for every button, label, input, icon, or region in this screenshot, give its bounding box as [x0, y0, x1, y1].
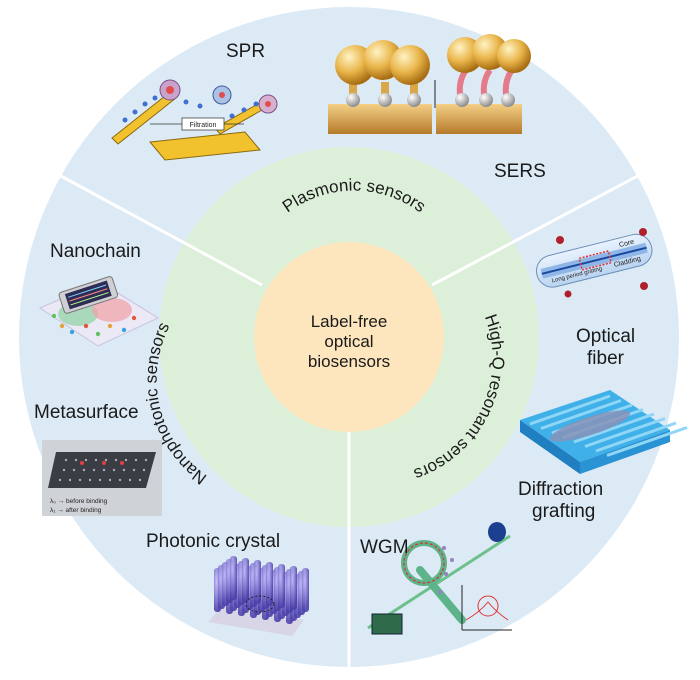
- metasurface-molecules: [80, 461, 124, 465]
- sers-illustration: [328, 34, 531, 134]
- phone-icon: [58, 276, 119, 314]
- wgm-spectrum-plot: [461, 585, 512, 631]
- metasurface-after-label: λ₁ → after binding: [50, 507, 102, 514]
- photonic-crystal-pillar: [242, 558, 249, 602]
- metasurface-illustration: λ₀ → before binding λ₁ → after binding: [42, 440, 162, 516]
- wgm-particles: [438, 546, 454, 594]
- divider-left: [34, 160, 263, 287]
- inner-disc: [254, 242, 444, 432]
- metasurface-array: [48, 452, 156, 488]
- fiber-analytes: [556, 228, 648, 298]
- wgm-illustration: [367, 522, 512, 635]
- wgm-laser-source: [488, 522, 506, 542]
- spr-filtration-label: Filtration: [190, 122, 217, 129]
- label-optical-fiber-2: fiber: [587, 348, 625, 369]
- photonic-crystal-illustration: [208, 556, 309, 636]
- label-metasurface: Metasurface: [34, 402, 139, 423]
- photonic-crystal-pillar: [230, 556, 237, 600]
- photonic-crystal-pillar: [254, 560, 261, 604]
- label-sers: SERS: [494, 161, 546, 182]
- label-photonic-crystal: Photonic crystal: [146, 531, 280, 552]
- sers-spheres-right: [447, 34, 531, 73]
- divider-right: [431, 160, 665, 287]
- photonic-crystal-pillar: [290, 566, 297, 610]
- wgm-mode: [403, 542, 445, 584]
- sers-substrate-right: [436, 104, 522, 134]
- grating-particle-chain: [549, 410, 631, 442]
- spr-chip: [149, 131, 261, 161]
- fiber-light-path: [541, 246, 647, 275]
- optical-fiber-illustration: Core Cladding Long period grating: [535, 228, 653, 298]
- nanochain-particles: [51, 313, 137, 337]
- grating-ridge: [606, 426, 688, 457]
- sers-pillars-left: [346, 82, 421, 107]
- photonic-crystal-base: [208, 606, 304, 636]
- spr-illustration: Filtration: [111, 79, 278, 161]
- grating-side: [520, 420, 580, 474]
- center-line-1: Label-free: [311, 312, 388, 331]
- center-title: Label-free optical biosensors: [308, 312, 390, 371]
- photonic-crystal-pillar: [302, 568, 309, 612]
- nanochain-illustration: [38, 276, 160, 347]
- grating-ridge: [595, 421, 677, 453]
- photonic-crystal-pillar: [266, 562, 273, 606]
- photonic-crystal-pillar: [278, 564, 285, 608]
- grating-ridge: [529, 394, 611, 426]
- spr-virus-2: [212, 85, 232, 105]
- center-line-3: biosensors: [308, 352, 390, 371]
- label-optical-fiber-1: Optical: [576, 326, 635, 347]
- wgm-detector: [371, 613, 403, 635]
- wgm-stem: [416, 566, 466, 624]
- metasurface-before-label: λ₀ → before binding: [50, 498, 108, 505]
- outer-labels: SPR SERS Nanochain Metasurface Photonic …: [34, 41, 635, 558]
- center-line-2: optical: [324, 332, 373, 351]
- grating-ridge: [584, 417, 666, 448]
- fiber-grating: [578, 250, 613, 271]
- wgm-fiber: [367, 534, 511, 630]
- label-diffraction-2: grafting: [532, 501, 595, 522]
- spr-virus-3: [258, 94, 278, 114]
- photonic-crystal-pillars: [214, 556, 309, 624]
- grating-ridge: [573, 412, 655, 444]
- photonic-crystal-defect: [245, 595, 275, 613]
- sers-spheres-left: [335, 40, 430, 85]
- sers-substrate-left: [328, 104, 432, 134]
- spr-antibodies: [122, 95, 259, 123]
- label-diffraction-1: Diffraction: [518, 479, 603, 500]
- spr-virus-1: [159, 79, 181, 101]
- fiber-core-label: Core: [618, 239, 635, 249]
- nanochain-glow-red: [92, 298, 132, 322]
- metasurface-dots: [58, 458, 148, 482]
- label-spr: SPR: [226, 41, 265, 62]
- label-wgm: WGM: [360, 537, 409, 558]
- label-nanochain: Nanochain: [50, 241, 141, 262]
- diffraction-grating-illustration: [520, 390, 688, 474]
- grating-ridge: [540, 399, 622, 430]
- sector-dividers: [34, 160, 665, 667]
